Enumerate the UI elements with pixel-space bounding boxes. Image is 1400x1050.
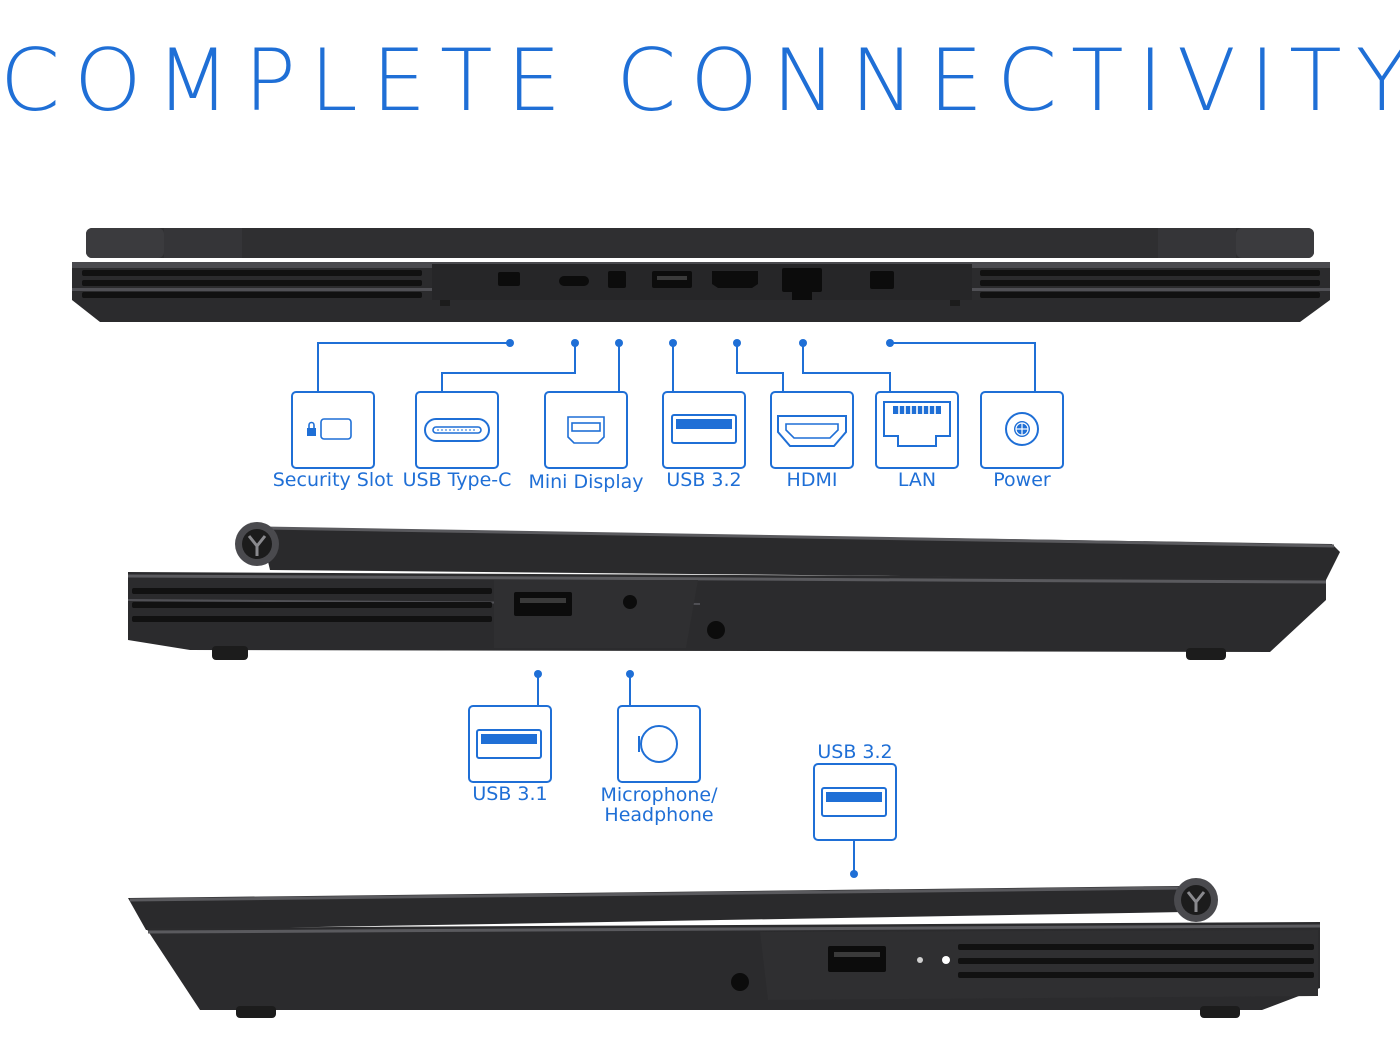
usb-a-icon-rear xyxy=(671,414,737,444)
usb-a-icon-right xyxy=(821,787,887,817)
label-mini-display: Mini Display xyxy=(528,471,644,493)
microphone-headphone-box xyxy=(617,705,701,783)
label-microphone-line: Microphone/ xyxy=(600,784,718,806)
hdmi-box xyxy=(770,391,854,469)
page-title: COMPLETE CONNECTIVITY xyxy=(0,31,1400,131)
usb-c-icon xyxy=(424,418,490,442)
rear-security-slot xyxy=(498,272,520,286)
label-usb-32-side: USB 3.2 xyxy=(817,741,893,763)
rear-connector-lines xyxy=(317,342,1036,392)
lan-icon xyxy=(883,401,951,447)
rear-hdmi-port xyxy=(712,271,758,288)
label-usb-32-rear: USB 3.2 xyxy=(666,469,742,491)
security-slot-box xyxy=(291,391,375,469)
label-headphone-line: Headphone xyxy=(604,804,714,826)
laptop-left-view xyxy=(127,522,1340,660)
label-security-slot: Security Slot xyxy=(272,469,394,491)
laptop-right-view xyxy=(128,878,1321,1018)
mini-display-box xyxy=(544,391,628,469)
rear-power-port xyxy=(870,271,894,289)
usb-a-icon-left xyxy=(476,729,542,759)
rear-usb-c-port xyxy=(559,276,589,286)
mini-display-icon xyxy=(567,416,605,444)
rear-lan-port xyxy=(782,268,822,292)
label-usb-type-c: USB Type-C xyxy=(402,469,512,491)
audio-jack-icon xyxy=(638,725,678,763)
lan-box xyxy=(875,391,959,469)
laptop-rear-view xyxy=(72,228,1330,322)
usb-32-rear-box xyxy=(662,391,746,469)
label-power: Power xyxy=(993,469,1051,491)
label-hdmi: HDMI xyxy=(786,469,838,491)
right-usb-port xyxy=(828,946,886,972)
rear-mini-display-port xyxy=(608,271,626,288)
hdmi-icon xyxy=(777,415,847,447)
label-lan: LAN xyxy=(897,469,937,491)
label-usb-31: USB 3.1 xyxy=(472,783,548,805)
left-usb-port xyxy=(514,592,572,616)
lock-icon xyxy=(307,418,352,440)
label-microphone-headphone: Microphone/ Headphone xyxy=(584,785,734,825)
left-audio-jack xyxy=(623,595,637,609)
power-icon xyxy=(1005,412,1039,446)
